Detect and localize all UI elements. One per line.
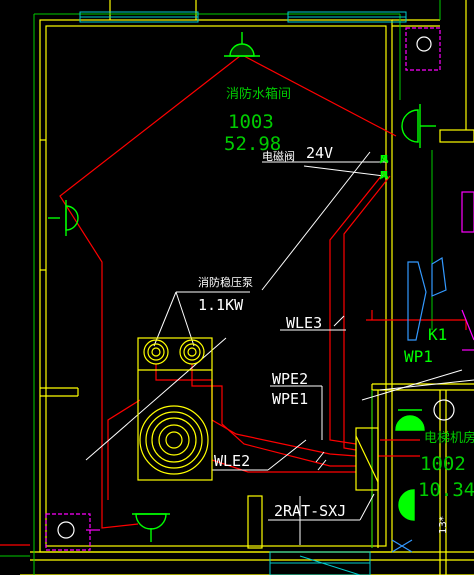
grid-lines bbox=[0, 0, 441, 575]
windows bbox=[79, 11, 407, 575]
circuit-wpe1: WPE1 bbox=[272, 390, 308, 408]
pump-label: 消防稳压泵 bbox=[198, 275, 253, 289]
right-edge-symbols bbox=[461, 191, 474, 351]
smoke-detector-icon bbox=[405, 27, 441, 71]
circuit-wle3: WLE3 bbox=[286, 314, 322, 332]
side-label: 13* bbox=[438, 516, 449, 534]
circuit-wpe2: WPE2 bbox=[272, 370, 308, 388]
room-name-fire-tank: 消防水箱间 bbox=[226, 86, 291, 102]
room-area-elevator: 10.34 bbox=[418, 479, 474, 501]
wall-light-icon bbox=[395, 409, 425, 521]
svg-text:风: 风 bbox=[380, 155, 388, 164]
room-name-elevator: 电梯机房 bbox=[424, 430, 474, 446]
panel-label: 2RAT-SXJ bbox=[274, 502, 346, 520]
room-number-elevator: 1002 bbox=[420, 453, 466, 475]
smoke-detector-icon bbox=[45, 513, 100, 551]
ceiling-light-icon bbox=[224, 32, 260, 57]
fan-icon bbox=[139, 405, 209, 475]
wall-light-icon bbox=[401, 104, 436, 148]
circuit-wle2: WLE2 bbox=[214, 452, 250, 470]
voltage-label: 24V bbox=[306, 144, 333, 162]
ceiling-light-icon bbox=[132, 513, 170, 542]
panel-icon bbox=[355, 427, 379, 491]
circuit-wp1: WP1 bbox=[404, 347, 433, 366]
room-number-fire-tank: 1003 bbox=[228, 111, 274, 133]
elevator-equipment bbox=[391, 257, 455, 553]
valve-label: 电磁阀 bbox=[262, 149, 295, 163]
wall-light-icon bbox=[48, 200, 79, 236]
valve-symbol: 风 风 bbox=[380, 155, 389, 181]
pump-power-label: 1.1KW bbox=[198, 296, 244, 314]
pump-icon bbox=[137, 337, 213, 481]
circuit-k1: K1 bbox=[428, 325, 447, 344]
wire-ticks bbox=[315, 315, 345, 471]
svg-text:风: 风 bbox=[380, 171, 388, 180]
room-area-fire-tank: 52.98 bbox=[224, 133, 281, 155]
